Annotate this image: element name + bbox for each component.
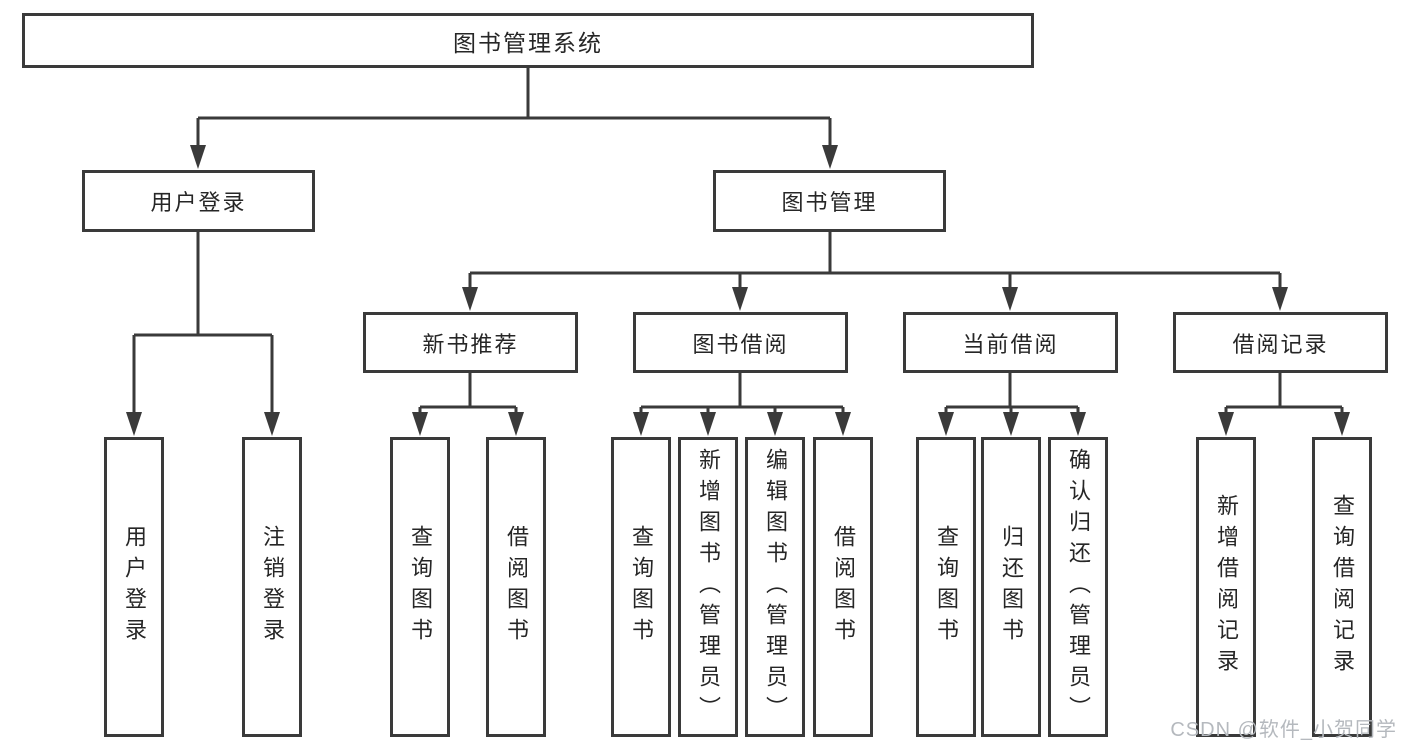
node-borrow-records: 借阅记录 <box>1173 312 1388 373</box>
connector-borrowrecords-to-leaves <box>1224 373 1344 414</box>
leaf-user-login: 用户登录 <box>104 437 164 737</box>
leaf-bb-edit-books-admin: 编辑图书（管理员） <box>745 437 805 737</box>
leaf-cb-confirm-return-admin: 确认归还（管理员） <box>1048 437 1108 737</box>
leaf-bb-add-books-admin: 新增图书（管理员） <box>678 437 738 737</box>
node-library-management-system: 图书管理系统 <box>22 13 1034 68</box>
leaf-bb-borrow-books: 借阅图书 <box>813 437 873 737</box>
leaf-cb-return-books: 归还图书 <box>981 437 1041 737</box>
node-book-borrow: 图书借阅 <box>633 312 848 373</box>
leaf-logout: 注销登录 <box>242 437 302 737</box>
leaf-cb-query-books: 查询图书 <box>916 437 976 737</box>
connector-userlogin-to-leaves <box>132 232 274 414</box>
node-book-management: 图书管理 <box>713 170 946 232</box>
csdn-watermark: CSDN @软件_小贺同学 <box>1170 719 1397 741</box>
connector-bookborrow-to-leaves <box>639 373 845 414</box>
leaf-nb-borrow-books: 借阅图书 <box>486 437 546 737</box>
node-new-book-recommend: 新书推荐 <box>363 312 578 373</box>
connector-root-to-level2 <box>196 68 832 148</box>
node-current-borrow: 当前借阅 <box>903 312 1118 373</box>
node-user-login: 用户登录 <box>82 170 315 232</box>
leaf-nb-query-books: 查询图书 <box>390 437 450 737</box>
connector-bookmgmt-to-level3 <box>468 232 1282 289</box>
leaf-br-add-record: 新增借阅记录 <box>1196 437 1256 737</box>
arrowheads <box>126 145 1350 436</box>
connector-currentborrow-to-leaves <box>944 373 1080 414</box>
leaf-bb-query-books: 查询图书 <box>611 437 671 737</box>
connector-newbook-to-leaves <box>418 373 518 414</box>
leaf-br-query-record: 查询借阅记录 <box>1312 437 1372 737</box>
